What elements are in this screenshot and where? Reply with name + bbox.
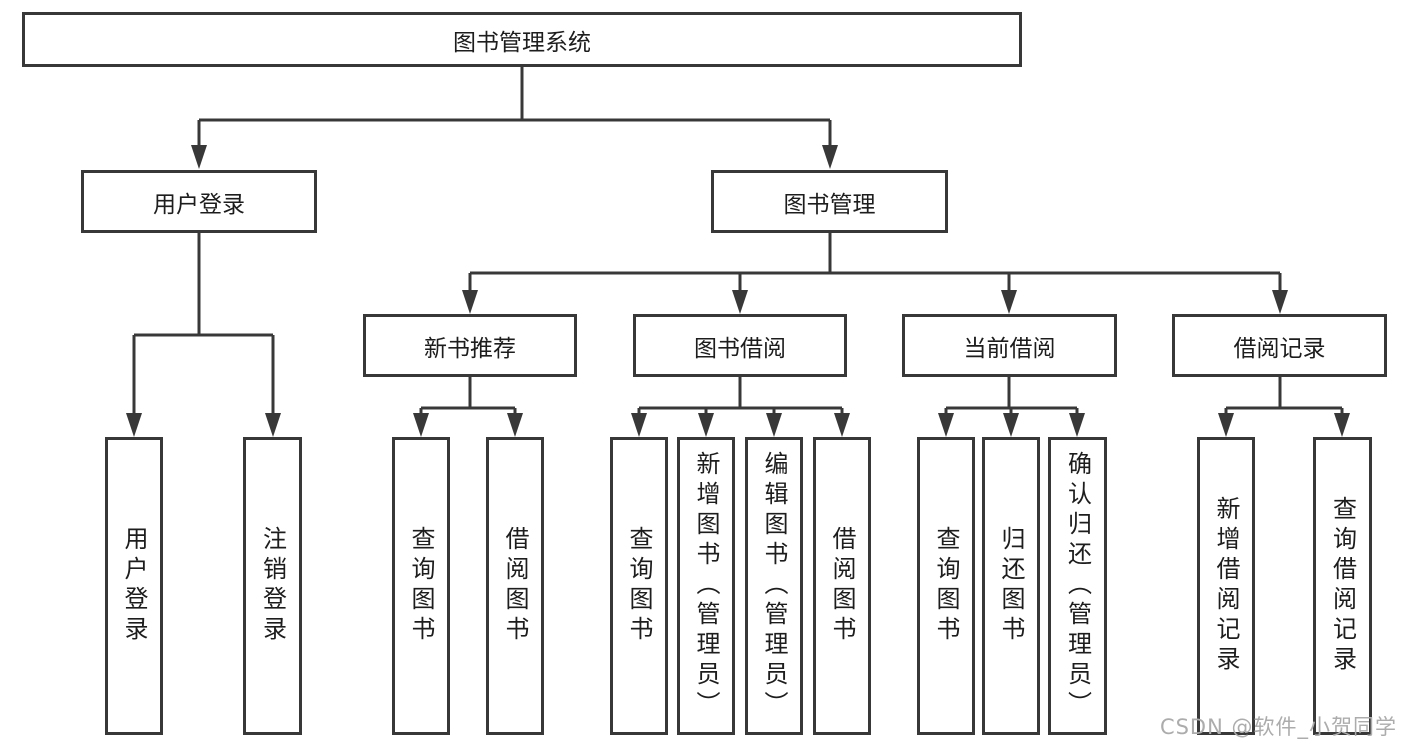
leaf-query-books-borrow: 查询图书 — [610, 437, 668, 735]
leaf-user-login: 用户登录 — [105, 437, 163, 735]
leaf-add-books-admin: 新增图书（管理员） — [677, 437, 735, 735]
watermark: CSDN @软件_小贺同学 — [1159, 715, 1397, 739]
leaf-borrow-books-recommend: 借阅图书 — [486, 437, 544, 735]
node-current-borrowing: 当前借阅 — [902, 314, 1117, 377]
leaf-logout: 注销登录 — [243, 437, 302, 735]
node-borrowing-records: 借阅记录 — [1172, 314, 1387, 377]
leaf-return-books: 归还图书 — [982, 437, 1040, 735]
node-new-book-recommendation: 新书推荐 — [363, 314, 577, 377]
node-book-management: 图书管理 — [711, 170, 948, 233]
leaf-add-borrow-record: 新增借阅记录 — [1197, 437, 1255, 735]
node-root: 图书管理系统 — [22, 12, 1022, 67]
leaf-borrow-books-borrow: 借阅图书 — [813, 437, 871, 735]
leaf-query-books-recommend: 查询图书 — [392, 437, 450, 735]
node-user-login: 用户登录 — [81, 170, 317, 233]
arrowheads — [126, 145, 1350, 437]
node-book-borrowing: 图书借阅 — [633, 314, 847, 377]
leaf-query-books-current: 查询图书 — [917, 437, 975, 735]
leaf-edit-books-admin: 编辑图书（管理员） — [745, 437, 803, 735]
leaf-confirm-return-admin: 确认归还（管理员） — [1048, 437, 1107, 735]
leaf-query-borrow-record: 查询借阅记录 — [1313, 437, 1372, 735]
